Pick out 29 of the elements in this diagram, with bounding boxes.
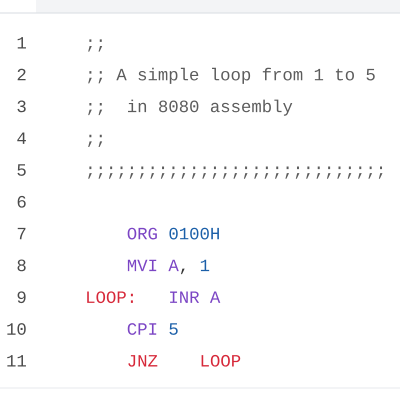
label-text: JNZ <box>128 355 158 367</box>
operand-text: 0100H <box>169 228 219 240</box>
line-number: 4 <box>17 132 26 144</box>
instruction-text: CPI <box>128 323 156 335</box>
operand-text: 1 <box>200 260 210 272</box>
comment-text: ;; <box>88 134 102 147</box>
operand-text: , <box>180 268 185 274</box>
line-number: 11 <box>7 355 26 366</box>
line-number: 1 <box>18 37 26 48</box>
comment-text: ;; <box>88 102 102 116</box>
instruction-text: A <box>168 260 179 272</box>
line-number: 9 <box>18 291 26 304</box>
comment-text: in 8080 assembly <box>128 100 292 116</box>
line-number: 8 <box>18 260 26 272</box>
comment-text: ;;;;;;;;;;;;;;;;;;;;;;;;;;;;; <box>88 166 382 179</box>
line-number: 5 <box>18 164 26 176</box>
instruction-text: INR A <box>170 292 220 303</box>
comment-text: ;; <box>88 39 102 52</box>
operand-text: 5 <box>169 323 178 335</box>
line-number: 6 <box>18 196 26 208</box>
line-number: 3 <box>18 100 26 112</box>
comment-text: ;; A simple loop from 1 to 5 <box>88 68 375 84</box>
label-text: LOOP <box>202 354 240 367</box>
line-number: 7 <box>18 228 26 240</box>
instruction-text: ORG <box>128 228 157 240</box>
label-text: LOOP: <box>87 291 133 304</box>
line-number: 10 <box>7 323 26 335</box>
instruction-text: MVI <box>128 260 156 272</box>
line-number: 2 <box>18 68 26 80</box>
